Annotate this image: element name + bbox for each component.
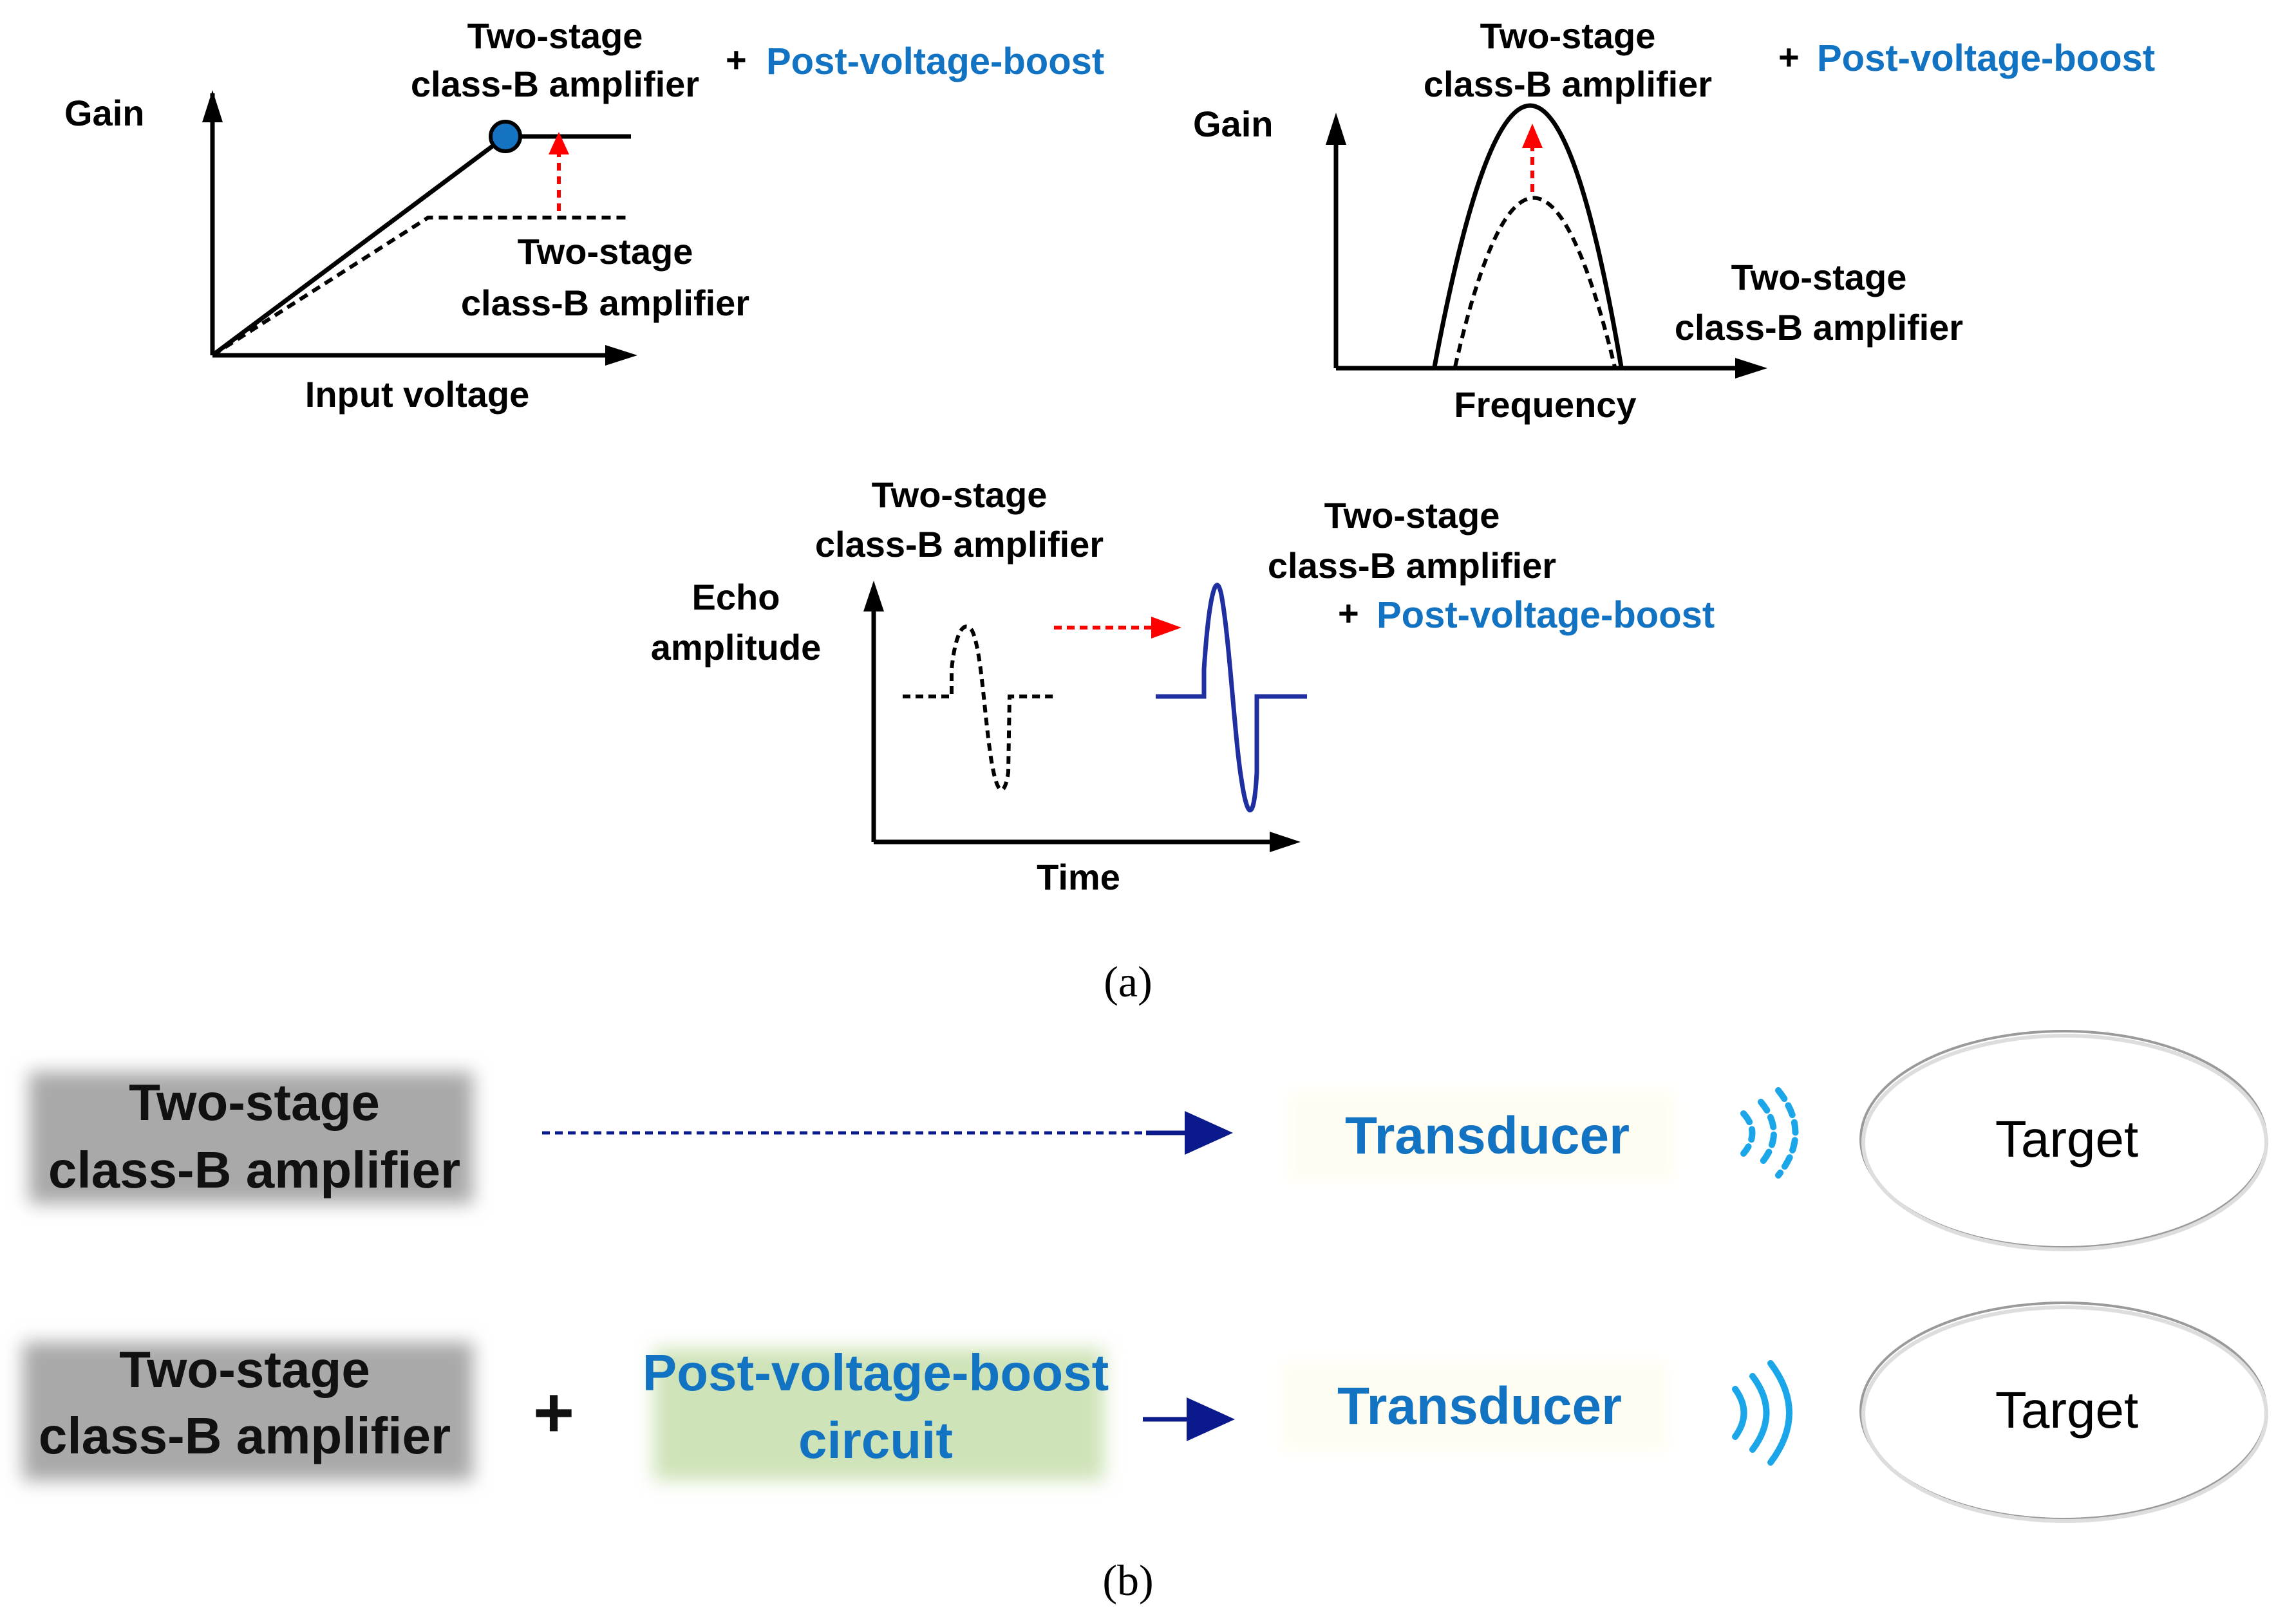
boosted-label-line1: Two-stage: [1324, 495, 1500, 536]
echo-y-label-line2: amplitude: [651, 627, 821, 667]
weak-wave-icon: [1740, 1087, 1799, 1179]
echo-boost-arrowhead: [1151, 617, 1181, 639]
amplifier-box-line2: class-B amplifier: [39, 1407, 451, 1464]
target-label: Target: [1995, 1381, 2138, 1439]
boosted-label-line2: class-B amplifier: [1268, 545, 1556, 586]
boost-suffix: Post-voltage-boost: [766, 41, 1104, 82]
boosted-echo-waveform: [1156, 583, 1307, 813]
boost-suffix: Post-voltage-boost: [1377, 594, 1715, 636]
x-axis-arrowhead: [605, 345, 637, 366]
amplifier-box-line1: Two-stage: [129, 1074, 380, 1131]
boost-plus: +: [1778, 37, 1800, 77]
baseline-frequency-response: [1453, 196, 1617, 368]
input-voltage-x-label: Input voltage: [305, 374, 529, 415]
strong-wave-icon: [1732, 1360, 1792, 1466]
gain-boost-arrowhead: [1522, 124, 1543, 148]
frequency-x-label: Frequency: [1454, 384, 1636, 425]
baseline-label-line1: Two-stage: [518, 231, 693, 272]
baseline-echo-waveform: [903, 624, 1056, 792]
gain-y-label: Gain: [1193, 104, 1273, 144]
echo-time-plot: Echo amplitude Time Two-stage class-B am…: [651, 474, 1715, 897]
x-axis-arrowhead: [1735, 358, 1767, 378]
gain-y-label: Gain: [64, 93, 144, 133]
boosted-label-line2: class-B amplifier: [411, 64, 699, 104]
gain-voltage-plot: Gain Input voltage Two-stage class-B amp…: [64, 15, 1104, 415]
gain-frequency-plot: Gain Frequency Two-stage class-B amplifi…: [1193, 15, 2155, 425]
target-label: Target: [1995, 1110, 2138, 1168]
amplifier-box-glow: [29, 1072, 473, 1204]
baseline-label-line1: Two-stage: [872, 474, 1048, 515]
gain-boost-arrowhead: [549, 132, 569, 154]
caption-a: (a): [1104, 957, 1152, 1006]
baseline-gain-line: [211, 216, 631, 357]
transducer-label: Transducer: [1337, 1377, 1622, 1435]
boost-plus: +: [1338, 593, 1359, 633]
transducer-glow: [1281, 1361, 1668, 1451]
time-x-label: Time: [1037, 857, 1120, 897]
plus-sign: +: [533, 1373, 574, 1452]
signal-chain-row-1: Two-stage class-B amplifier Transducer T…: [29, 1030, 2268, 1251]
signal-chain-row-2: Two-stage class-B amplifier + Post-volta…: [23, 1302, 2268, 1523]
amplifier-box-line1: Two-stage: [119, 1341, 370, 1398]
y-axis-arrowhead: [202, 90, 223, 122]
amplifier-box-glow: [23, 1342, 473, 1480]
amplifier-box-line2: class-B amplifier: [48, 1141, 460, 1199]
baseline-label-line2: class-B amplifier: [461, 283, 749, 323]
baseline-label-line1: Two-stage: [1731, 257, 1907, 297]
x-axis-arrowhead: [1270, 832, 1301, 852]
weak-signal-arrowhead: [1185, 1111, 1233, 1155]
strong-signal-arrowhead: [1187, 1397, 1235, 1441]
boosted-frequency-response: [1432, 103, 1624, 368]
boosted-label-line1: Two-stage: [467, 15, 643, 56]
boost-suffix: Post-voltage-boost: [1817, 37, 2155, 79]
boost-circuit-line2: circuit: [798, 1412, 953, 1469]
y-axis-arrowhead: [863, 581, 884, 611]
target-ellipse-shadow: [1861, 1305, 2268, 1523]
y-axis-arrowhead: [1326, 113, 1346, 145]
transducer-label: Transducer: [1345, 1106, 1630, 1165]
caption-b: (b): [1102, 1556, 1153, 1605]
boosted-label-line2: class-B amplifier: [1424, 64, 1712, 104]
baseline-label-line2: class-B amplifier: [815, 524, 1104, 565]
target-ellipse-shadow: [1861, 1034, 2268, 1251]
boost-circuit-glow: [654, 1349, 1104, 1480]
echo-y-label-line1: Echo: [692, 577, 780, 617]
baseline-label-line2: class-B amplifier: [1675, 307, 1963, 348]
saturation-point-marker: [489, 120, 522, 153]
transducer-glow: [1288, 1091, 1674, 1181]
boosted-label-line1: Two-stage: [1480, 15, 1656, 56]
boost-circuit-line1: Post-voltage-boost: [643, 1344, 1109, 1401]
boost-plus: +: [726, 39, 747, 80]
